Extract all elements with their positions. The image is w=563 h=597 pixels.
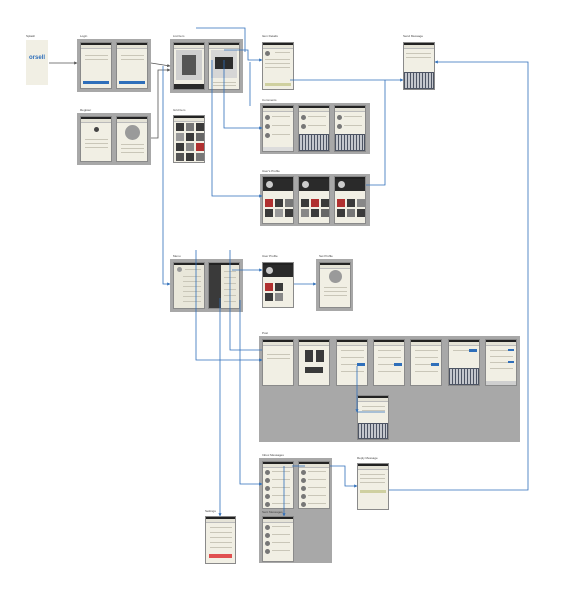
sent-messages-screen — [262, 516, 294, 562]
list-item-label: List Item — [173, 34, 185, 38]
post-screen-8 — [357, 395, 389, 440]
list-outline — [196, 27, 246, 52]
reply-to-send-message — [389, 60, 529, 491]
inbox-messages-label: Inbox Messages — [262, 453, 284, 457]
users-profile-to-send-message — [366, 80, 386, 186]
list-to-comments — [223, 60, 263, 130]
item-details-label: Item Details — [262, 34, 278, 38]
send-message-screen — [403, 42, 435, 90]
settings-screen — [205, 516, 236, 564]
sent-messages-label: Sent Messages — [262, 510, 283, 514]
list-to-users-profile — [211, 60, 263, 198]
post-screen-2 — [298, 339, 330, 386]
users-profile-label: User's Profile — [262, 169, 280, 173]
list-to-menu — [162, 66, 171, 286]
comments-label: Comments — [262, 98, 277, 102]
register-to-list-arrow — [151, 68, 171, 139]
list-item-screen-1 — [173, 42, 205, 90]
menu-label: Menu — [173, 254, 181, 258]
set-profile-screen — [319, 262, 351, 308]
users-profile-screen-3 — [334, 176, 366, 224]
user-profile-label: User Profile — [262, 254, 278, 258]
comments-screen-3 — [334, 105, 366, 152]
register-label: Register — [80, 108, 92, 112]
inbox-messages-screen-1 — [262, 461, 294, 509]
grid-item-screen — [173, 115, 205, 163]
orsell-logo: orsell — [29, 55, 46, 61]
register-screen-2 — [116, 116, 148, 162]
splash-screen: orsell — [26, 40, 48, 85]
login-screen-1 — [80, 42, 112, 89]
login-to-list-arrow — [150, 62, 171, 68]
post-screen-1 — [262, 339, 294, 386]
post-screen-3 — [336, 339, 368, 386]
reply-message-label: Reply Message — [357, 456, 378, 460]
settings-label: Settings — [205, 509, 216, 513]
set-profile-label: Set Profile — [319, 254, 333, 258]
reply-message-screen — [357, 463, 389, 510]
users-profile-screen-2 — [298, 176, 330, 224]
menu-to-post — [195, 250, 263, 362]
item-details-screen — [262, 42, 294, 90]
post-screen-5 — [410, 339, 442, 386]
post-screen-6 — [448, 339, 480, 386]
list-to-item-details — [224, 49, 263, 62]
grid-item-label: Grid Item — [173, 108, 186, 112]
splash-label: Splash — [26, 34, 36, 38]
user-profile-screen — [262, 262, 294, 308]
inbox-to-reply — [330, 465, 358, 488]
inbox-messages-screen-2 — [298, 461, 330, 509]
comments-screen-1 — [262, 105, 294, 152]
register-screen-1 — [80, 116, 112, 162]
post-label: Post — [262, 331, 269, 335]
menu-screen-1 — [173, 262, 205, 309]
menu-screen-2 — [208, 262, 240, 309]
post-screen-4 — [373, 339, 405, 386]
menu-to-inbox — [239, 300, 263, 486]
users-profile-screen-1 — [262, 176, 294, 224]
menu-to-post-2 — [229, 250, 262, 351]
comments-screen-2 — [298, 105, 330, 152]
send-message-label: Send Message — [403, 34, 424, 38]
login-screen-2 — [116, 42, 148, 89]
login-label: Login — [80, 34, 88, 38]
post-screen-7 — [485, 339, 517, 386]
